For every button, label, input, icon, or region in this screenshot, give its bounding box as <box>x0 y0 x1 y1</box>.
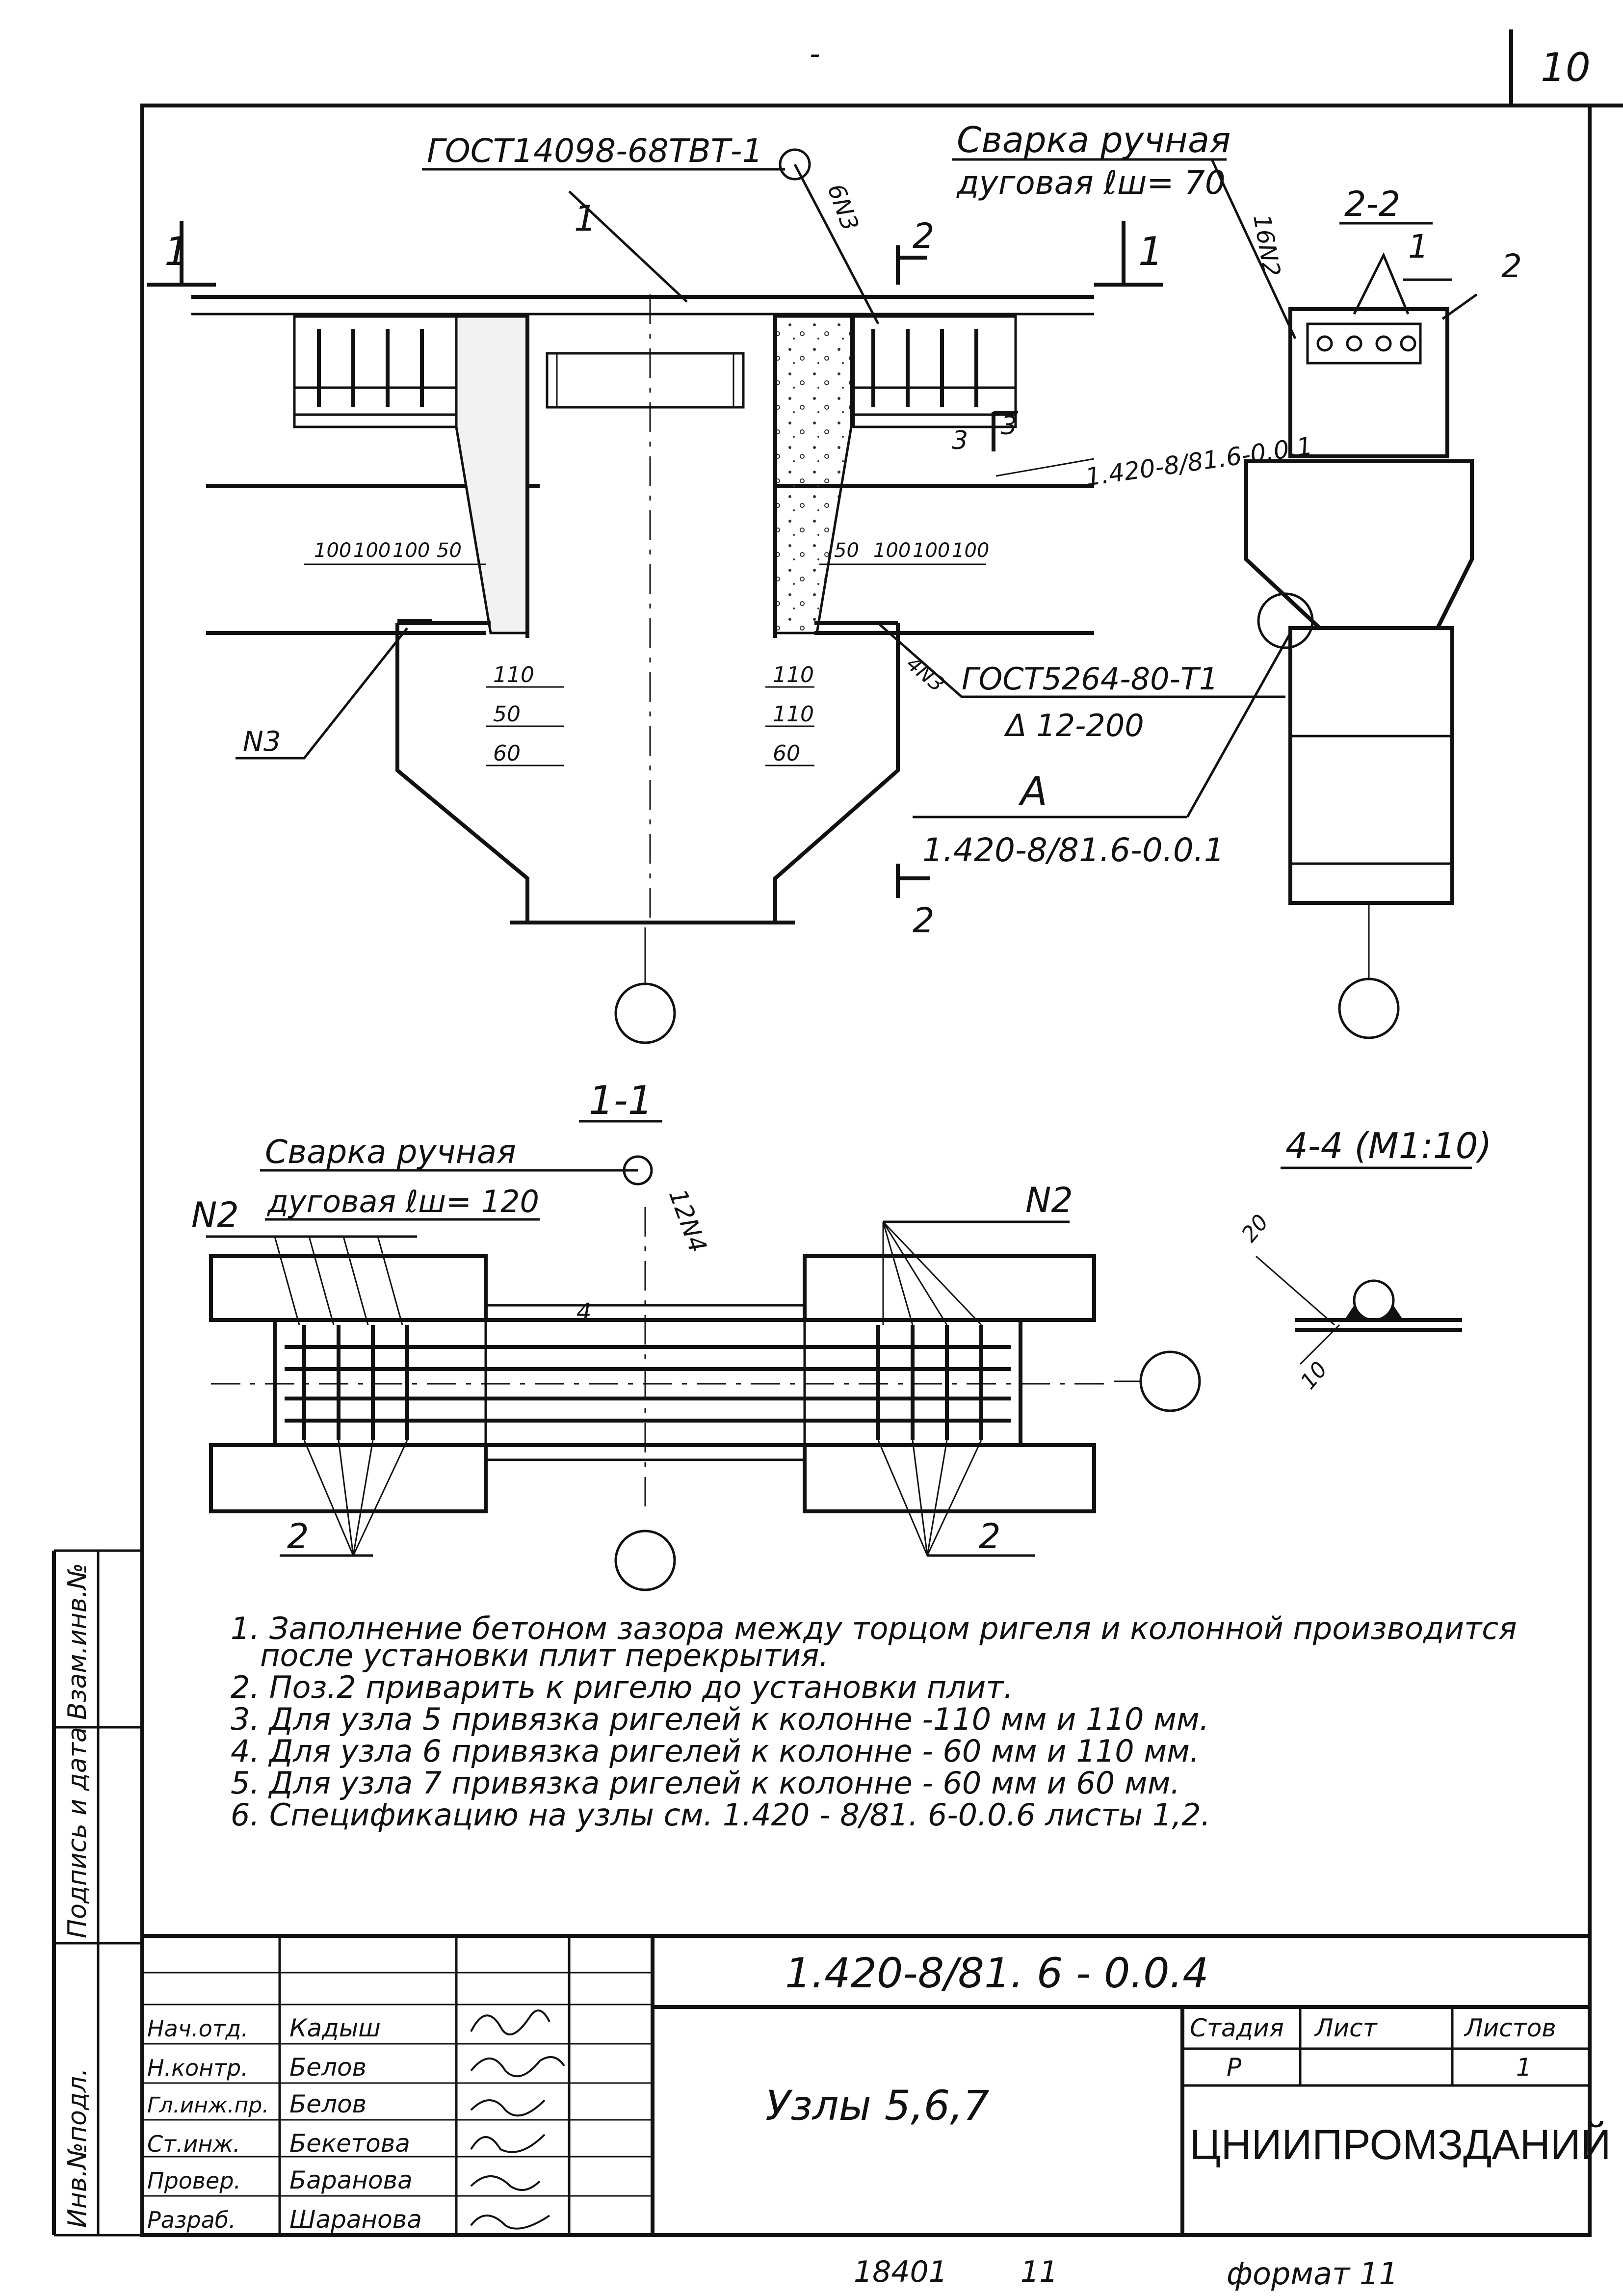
sheets-label: Листов <box>1464 2014 1556 2042</box>
node-a-ref: 1.420-8/81.6-0.0.1 <box>922 831 1225 869</box>
section-1-1-weld-1: Сварка ручная <box>265 1133 516 1171</box>
section-2-2-title: 2-2 <box>1344 184 1400 224</box>
axis-bubble <box>614 982 676 1044</box>
stage-label: Стадия <box>1190 2014 1284 2042</box>
doc-code: 1.420-8/81. 6 - 0.0.4 <box>785 1949 1209 1997</box>
dim-col-left-1: 110 <box>493 662 534 687</box>
title-block-grid <box>140 1934 1592 2237</box>
side-signature-date: Подпись и дата <box>63 1727 92 1938</box>
note-6: 6. Спецификацию на узлы см. 1.420 - 8/81… <box>231 1797 1210 1833</box>
gost-bottom-2: Δ 12-200 <box>1004 708 1144 743</box>
organization: ЦНИИПРОМЗДАНИЙ <box>1190 2121 1611 2168</box>
section-mark-1-right: 1 <box>1138 229 1163 274</box>
stage-value: Р <box>1227 2053 1242 2082</box>
name-5: Баранова <box>289 2166 413 2194</box>
callout-gost-top: ГОСТ14098-68ТВТ-1 <box>427 132 763 170</box>
section-1-1-mark-4: 4 <box>576 1298 592 1326</box>
elevation-view <box>147 148 1297 1044</box>
footer-number: 18401 <box>854 2255 947 2289</box>
tag-n3: N3 <box>243 726 281 758</box>
callout-weld-1: Сварка ручная <box>957 119 1230 160</box>
section-1-1-weld-2: дуговая ℓш= 120 <box>267 1184 539 1219</box>
note-5: 5. Для узла 7 привязка ригелей к колонне… <box>231 1765 1180 1801</box>
sheet-texts: 10 - ГОСТ14098-68ТВТ-1 Сварка ручная дуг… <box>63 37 1611 2292</box>
axis-bubble-2 <box>1338 977 1400 1039</box>
node-a: А <box>1018 768 1047 814</box>
dim-col-right-1: 110 <box>773 662 814 687</box>
stirrups-right <box>871 329 978 407</box>
section-2-2-pos1: 1 <box>1408 228 1429 265</box>
role-1: Нач.отд. <box>147 2015 248 2042</box>
name-6: Шаранова <box>289 2205 422 2234</box>
dim-left-4: 50 <box>437 539 462 562</box>
sheets-value: 1 <box>1516 2053 1532 2082</box>
weld-tag-right: 16N2 <box>1248 212 1285 279</box>
stirrups-left <box>317 329 424 407</box>
section-4-4-title: 4-4 (М1:10) <box>1285 1125 1492 1166</box>
dim-right-1: 50 <box>834 539 859 562</box>
section-mark-1-left: 1 <box>164 229 189 274</box>
section-4-4 <box>1256 1166 1472 1365</box>
section-mark-3-left: 3 <box>952 426 968 455</box>
side-vzam-inv: Взам.инв.№ <box>63 1563 92 1720</box>
page-number: 10 <box>1541 45 1591 90</box>
note-4: 4. Для узла 6 привязка ригелей к колонне… <box>231 1733 1200 1769</box>
ref-top-right: 1.420-8/81.6-0.0.1 <box>1084 432 1314 492</box>
side-inv-podl: Инв.№подл. <box>63 2068 92 2228</box>
role-5: Провер. <box>147 2167 241 2194</box>
section-1-1-pos2-right: 2 <box>979 1516 1001 1557</box>
dim-col-right-2: 110 <box>773 702 814 727</box>
callout-weld-2: дуговая ℓш= 70 <box>956 164 1226 202</box>
section-mark-3-right: 3 <box>1001 411 1017 441</box>
footer-format: формат 11 <box>1227 2256 1398 2292</box>
dim-right-3: 100 <box>913 539 950 562</box>
section-1-1-weld-tag: 12N4 <box>663 1185 712 1256</box>
section-2-2 <box>1244 222 1478 1039</box>
footer-num2: 11 <box>1021 2255 1058 2289</box>
dim-right-4: 100 <box>952 539 989 562</box>
note-2: 2. Поз.2 приварить к ригелю до установки… <box>231 1669 1013 1705</box>
name-1: Кадыш <box>289 2014 381 2042</box>
dim-left-1: 100 <box>314 539 351 562</box>
section-1-1-title: 1-1 <box>589 1078 653 1123</box>
section-2-2-pos2: 2 <box>1501 247 1522 285</box>
dim-left-3: 100 <box>393 539 430 562</box>
name-4: Бекетова <box>289 2129 410 2158</box>
role-2: Н.контр. <box>147 2055 248 2081</box>
section-mark-2-top: 2 <box>913 216 935 256</box>
dim-left-2: 100 <box>353 539 391 562</box>
dim-20: 20 <box>1237 1210 1274 1247</box>
position-1-label: 1 <box>574 198 597 239</box>
gost-bottom: ГОСТ5264-80-Т1 <box>962 661 1218 697</box>
name-3: Белов <box>289 2090 366 2118</box>
note-3: 3. Для узла 5 привязка ригелей к колонне… <box>231 1701 1209 1737</box>
top-dash: - <box>810 37 820 71</box>
weld-tag-4n3: 4N3 <box>902 651 949 696</box>
role-3: Гл.инж.пр. <box>147 2093 269 2118</box>
name-2: Белов <box>289 2053 366 2082</box>
dim-col-left-2: 50 <box>493 702 521 727</box>
role-6: Разраб. <box>147 2207 236 2233</box>
dim-col-left-3: 60 <box>493 741 521 766</box>
role-4: Ст.инж. <box>147 2131 240 2157</box>
drawing-title: Узлы 5,6,7 <box>765 2082 989 2130</box>
note-1: 1. Заполнение бетоном зазора между торцо… <box>231 1610 1517 1646</box>
section-1-1-pos2-left: 2 <box>287 1516 309 1557</box>
section-1-1 <box>206 1120 1201 1591</box>
dim-col-right-3: 60 <box>773 741 800 766</box>
section-1-1-n2-right: N2 <box>1025 1180 1073 1220</box>
note-1-cont: после установки плит перекрытия. <box>260 1637 829 1673</box>
section-mark-2-bottom: 2 <box>913 900 935 941</box>
dim-right-2: 100 <box>873 539 911 562</box>
sheet-label: Лист <box>1314 2014 1378 2042</box>
section-1-1-n2-left: N2 <box>191 1195 239 1235</box>
signatures <box>470 2009 565 2230</box>
